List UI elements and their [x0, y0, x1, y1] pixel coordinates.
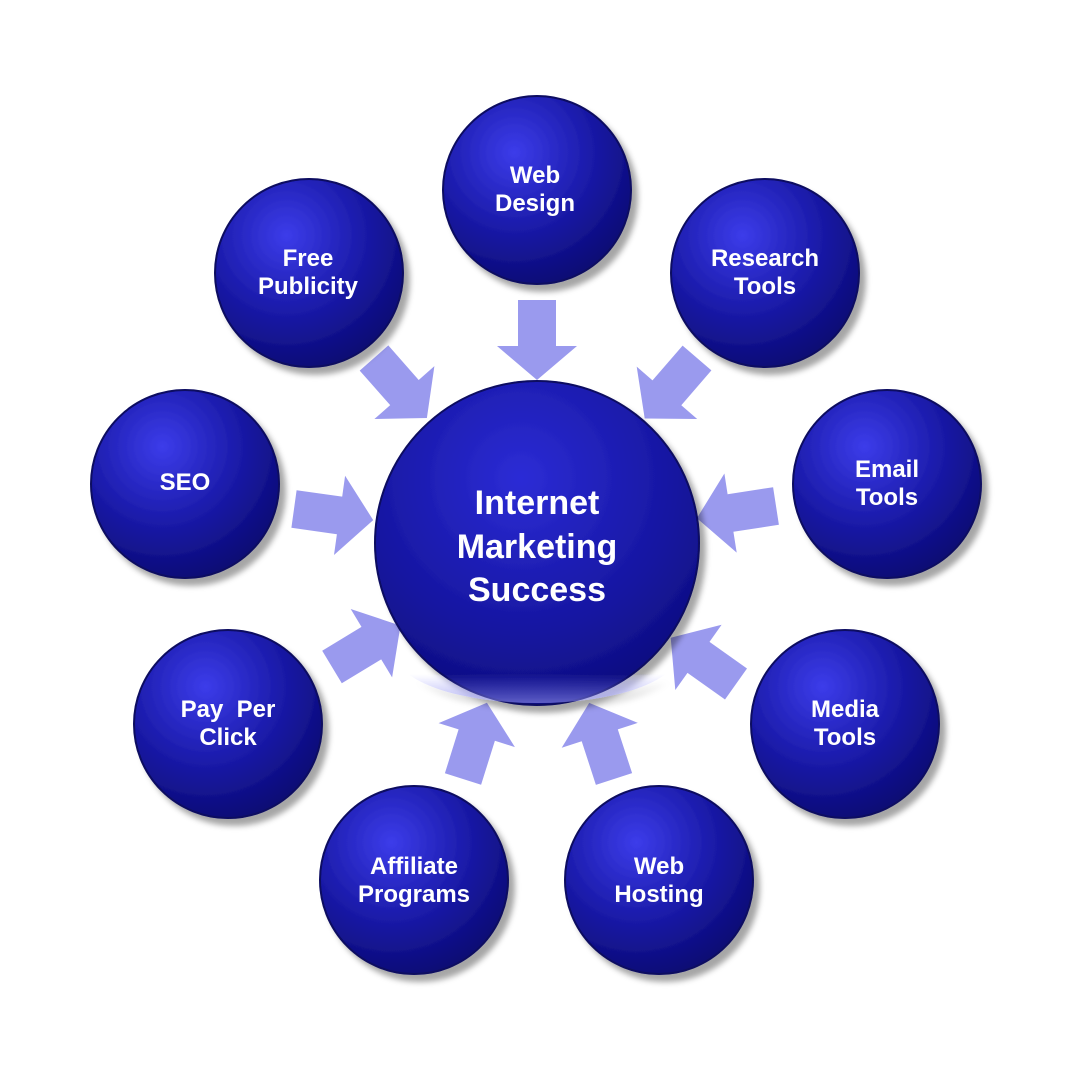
node-label-affiliate-programs-line-1: Affiliate	[370, 853, 458, 880]
node-label-web-hosting-line-1: Web	[634, 853, 684, 880]
node-seo: SEO	[90, 389, 280, 579]
node-label-seo-line-1: SEO	[160, 469, 211, 496]
arrow-seo	[291, 475, 374, 555]
node-pay-per-click: Pay Per Click	[133, 629, 323, 819]
node-label-email-tools-line-2: Tools	[856, 484, 918, 511]
center-label-line-1: Internet	[475, 484, 600, 522]
node-affiliate-programs: Affiliate Programs	[319, 785, 509, 975]
arrow-affiliate-programs	[438, 702, 515, 785]
node-label-web-hosting-line-2: Hosting	[614, 881, 703, 908]
node-label-email-tools-line-1: Email	[855, 456, 919, 483]
node-label-web-design-line-2: Design	[495, 190, 575, 217]
arrows-group	[291, 300, 779, 785]
node-label-pay-per-click-line-1: Pay Per	[181, 696, 276, 723]
node-free-publicity: Free Publicity	[214, 178, 404, 368]
node-label-free-publicity-line-1: Free	[283, 245, 334, 272]
node-email-tools: Email Tools	[792, 389, 982, 579]
node-web-hosting: Web Hosting	[564, 785, 754, 975]
node-label-pay-per-click-line-2: Click	[199, 724, 257, 751]
center-label-line-2: Marketing	[457, 528, 618, 566]
arrow-media-tools	[670, 624, 747, 700]
node-research-tools: Research Tools	[670, 178, 860, 368]
arrow-web-hosting	[561, 702, 638, 785]
node-label-media-tools-line-2: Tools	[814, 724, 876, 751]
node-label-affiliate-programs-line-2: Programs	[358, 881, 470, 908]
node-label-web-design-line-1: Web	[510, 162, 560, 189]
center-node	[374, 380, 700, 706]
arrow-research-tools	[636, 345, 712, 419]
node-web-design: Web Design	[442, 95, 632, 285]
arrow-free-publicity	[359, 345, 435, 419]
node-label-research-tools-line-1: Research	[711, 245, 819, 272]
node-label-research-tools-line-2: Tools	[734, 273, 796, 300]
center-label-line-3: Success	[468, 571, 606, 609]
node-label-free-publicity-line-2: Publicity	[258, 273, 359, 300]
node-media-tools: Media Tools	[750, 629, 940, 819]
node-label-media-tools-line-1: Media	[811, 696, 880, 723]
arrow-pay-per-click	[322, 609, 401, 684]
arrow-web-design	[497, 300, 577, 380]
arrow-email-tools	[696, 473, 779, 553]
